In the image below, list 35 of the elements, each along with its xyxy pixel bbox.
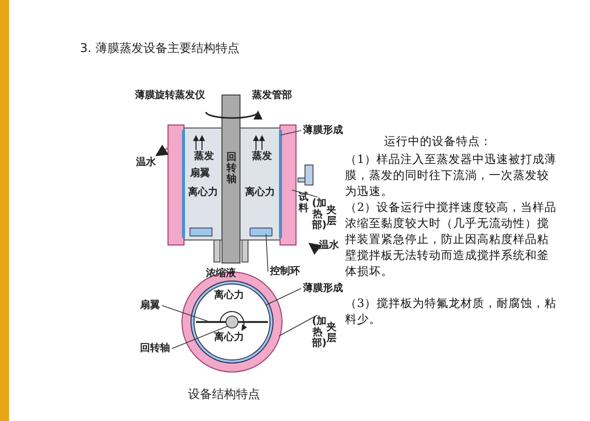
part-label: 扇翼 (190, 168, 210, 179)
callout-label: 薄膜形成 (303, 125, 343, 136)
leader-line (278, 314, 318, 336)
part-label: 离心力 (214, 290, 244, 301)
leader-line (292, 190, 318, 198)
part-label: 离心力 (245, 187, 275, 198)
paragraph: （2）设备运行中搅拌速度较高，当样品浓缩至黏度较大时（几乎无流动性）搅拌装置紧急停止，防止因高粘度样品粘壁搅拌板无法转动而造成搅拌系统和釜体损坏。 (345, 199, 558, 279)
callout-label: 控制环 (270, 266, 300, 277)
part-label: 蒸发管部 (252, 90, 292, 101)
part-label: 蒸发 (194, 151, 214, 162)
heading-text: 运行中的设备特点： (384, 133, 493, 149)
part-label: 试料 (298, 192, 309, 214)
callout-label: 回转轴 (140, 343, 170, 354)
control-ring (250, 228, 272, 236)
part-label: 浓缩液 (206, 268, 236, 279)
leader-line (280, 130, 302, 136)
part-label: 夹层 (326, 322, 337, 344)
paragraph: （3）搅拌板为特氟龙材质，耐腐蚀，粘料少。 (345, 295, 558, 327)
caption: 设备结构特点 (188, 388, 260, 402)
part-label: 回转轴 (226, 152, 237, 185)
part-label: 蒸发 (252, 151, 272, 162)
leader-line (162, 305, 210, 322)
leader-line (172, 326, 228, 349)
paragraph: （1）样品注入至蒸发器中迅速被打成薄膜，蒸发的同时往下流淌，一次蒸发较为迅速。 (345, 151, 558, 199)
part-label: 温水 (136, 157, 156, 168)
callout-label: 薄膜形成 (303, 283, 343, 294)
part-label: 薄膜旋转蒸发仪 (135, 90, 205, 101)
part-label: 温水 (319, 240, 339, 251)
part-label: 离心力 (214, 332, 244, 343)
part-label: 夹层 (326, 205, 337, 227)
title: 3. 薄膜蒸发设备主要结构特点 (80, 42, 240, 56)
part-label: 离心力 (188, 187, 218, 198)
leader-line (266, 234, 268, 272)
callout-label: 扇翼 (140, 300, 160, 311)
leader-line (266, 288, 302, 306)
